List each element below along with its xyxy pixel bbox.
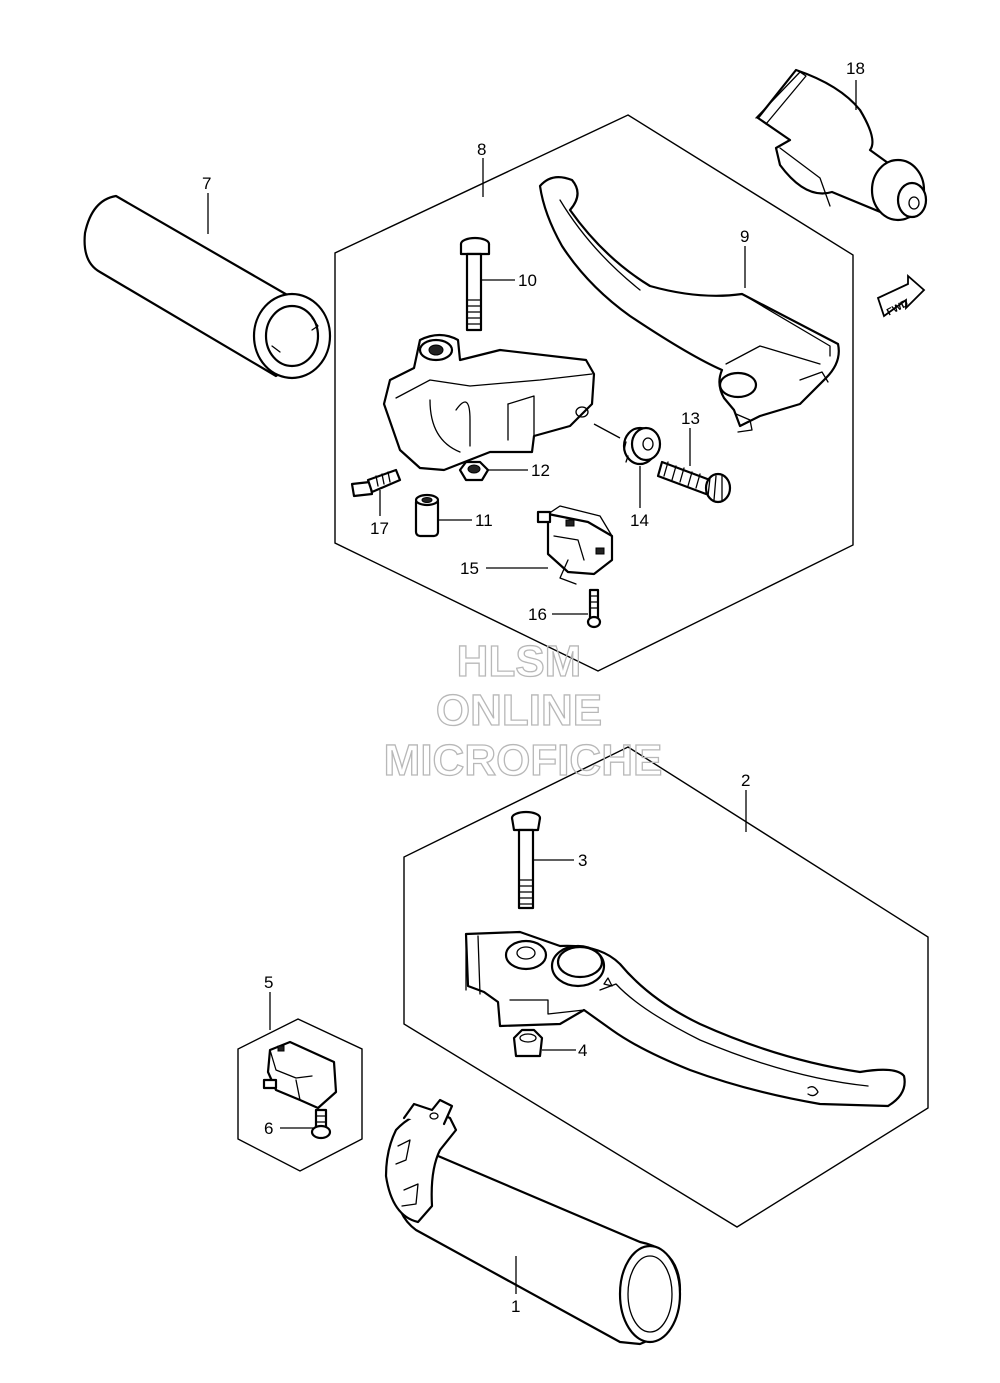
part-8-holder-illustration [382, 333, 596, 472]
callout-labels: 7 8 18 9 10 12 11 17 14 13 15 16 2 3 4 5… [202, 59, 865, 1316]
part-14-adjuster-nut-illustration [622, 426, 662, 466]
callout-11: 11 [475, 511, 493, 530]
callout-2: 2 [741, 771, 750, 790]
group-2-outline [403, 746, 929, 1228]
part-4-nut-illustration [512, 1028, 544, 1058]
callout-15: 15 [460, 559, 479, 578]
part-12-nut-illustration [458, 460, 490, 482]
callout-18: 18 [846, 59, 865, 78]
part-13-adjuster-bolt-illustration [656, 460, 732, 504]
callout-4: 4 [578, 1041, 587, 1060]
callout-13: 13 [681, 409, 700, 428]
watermark-line2: ONLINE [436, 686, 602, 735]
part-11-collar-illustration [414, 493, 440, 538]
callout-10: 10 [518, 271, 537, 290]
part-16-screw-illustration [586, 588, 602, 629]
watermark-line3: MICROFICHE [384, 736, 663, 785]
part-1-throttle-grip-illustration [384, 1098, 682, 1346]
fwd-direction-badge: FWD [876, 274, 926, 318]
callout-14: 14 [630, 511, 649, 530]
callout-16: 16 [528, 605, 547, 624]
callout-3: 3 [578, 851, 587, 870]
part-3-bolt-illustration [510, 810, 542, 910]
callout-17: 17 [370, 519, 389, 538]
part-7-grip-illustration [83, 194, 332, 380]
part-9-clutch-lever-illustration [538, 175, 840, 433]
part-17-bolt-illustration [350, 468, 402, 498]
part-6-screw-illustration [310, 1108, 332, 1140]
callout-1: 1 [511, 1297, 520, 1316]
callout-6: 6 [264, 1119, 273, 1138]
group-8-outline [334, 114, 854, 672]
callout-8: 8 [477, 140, 486, 159]
callout-9: 9 [740, 227, 749, 246]
leader-lines [207, 80, 857, 1294]
part-2-brake-lever-illustration [464, 930, 906, 1108]
group-5-outline [237, 1018, 363, 1172]
part-10-bolt-illustration [459, 236, 491, 332]
callout-12: 12 [531, 461, 550, 480]
callout-5: 5 [264, 973, 273, 992]
part-18-lever-guard-illustration [755, 68, 928, 222]
part-5-stop-switch-illustration [262, 1040, 338, 1110]
part-15-switch-illustration [536, 505, 614, 585]
watermark-line1: HLSM [457, 637, 582, 686]
callout-7: 7 [202, 174, 211, 193]
